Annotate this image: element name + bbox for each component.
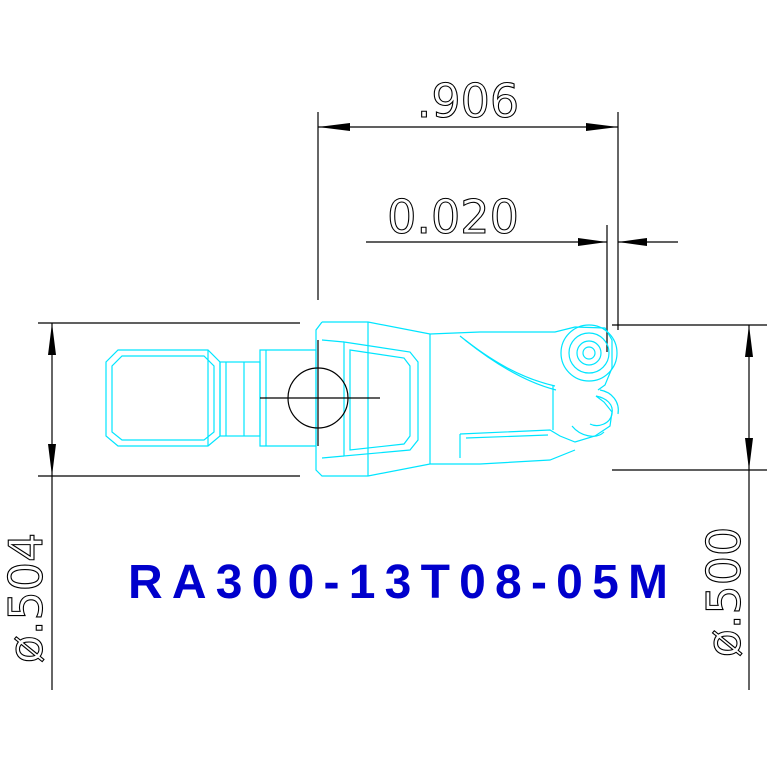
arrowhead-left	[318, 123, 350, 131]
dimension-overall-length: .906	[317, 73, 619, 330]
part-number: RA300-13T08-05M	[128, 556, 668, 609]
dimension-label-offset: 0.020	[387, 190, 519, 244]
dimension-label-left-diameter: ø.504	[0, 533, 53, 664]
arrowhead-offset-left	[578, 238, 607, 246]
dimension-label-overall-length: .906	[417, 74, 519, 128]
arrowhead-left-diameter-top	[48, 323, 56, 355]
dimension-right-diameter: ø.500	[612, 324, 767, 690]
arrowhead-right-diameter-bottom	[745, 438, 753, 470]
center-mark	[260, 340, 380, 446]
arrowhead-right-diameter-top	[745, 325, 753, 357]
dimension-offset: 0.020	[366, 189, 678, 352]
part-outline	[105, 321, 619, 477]
dimension-label-right-diameter: ø.500	[697, 527, 751, 658]
head-body	[315, 321, 619, 477]
arrowhead-offset-right	[618, 238, 647, 246]
arrowhead-right	[586, 123, 618, 131]
dimension-left-diameter: ø.504	[0, 322, 300, 690]
shank	[105, 349, 221, 447]
arrowhead-left-diameter-bottom	[48, 444, 56, 476]
